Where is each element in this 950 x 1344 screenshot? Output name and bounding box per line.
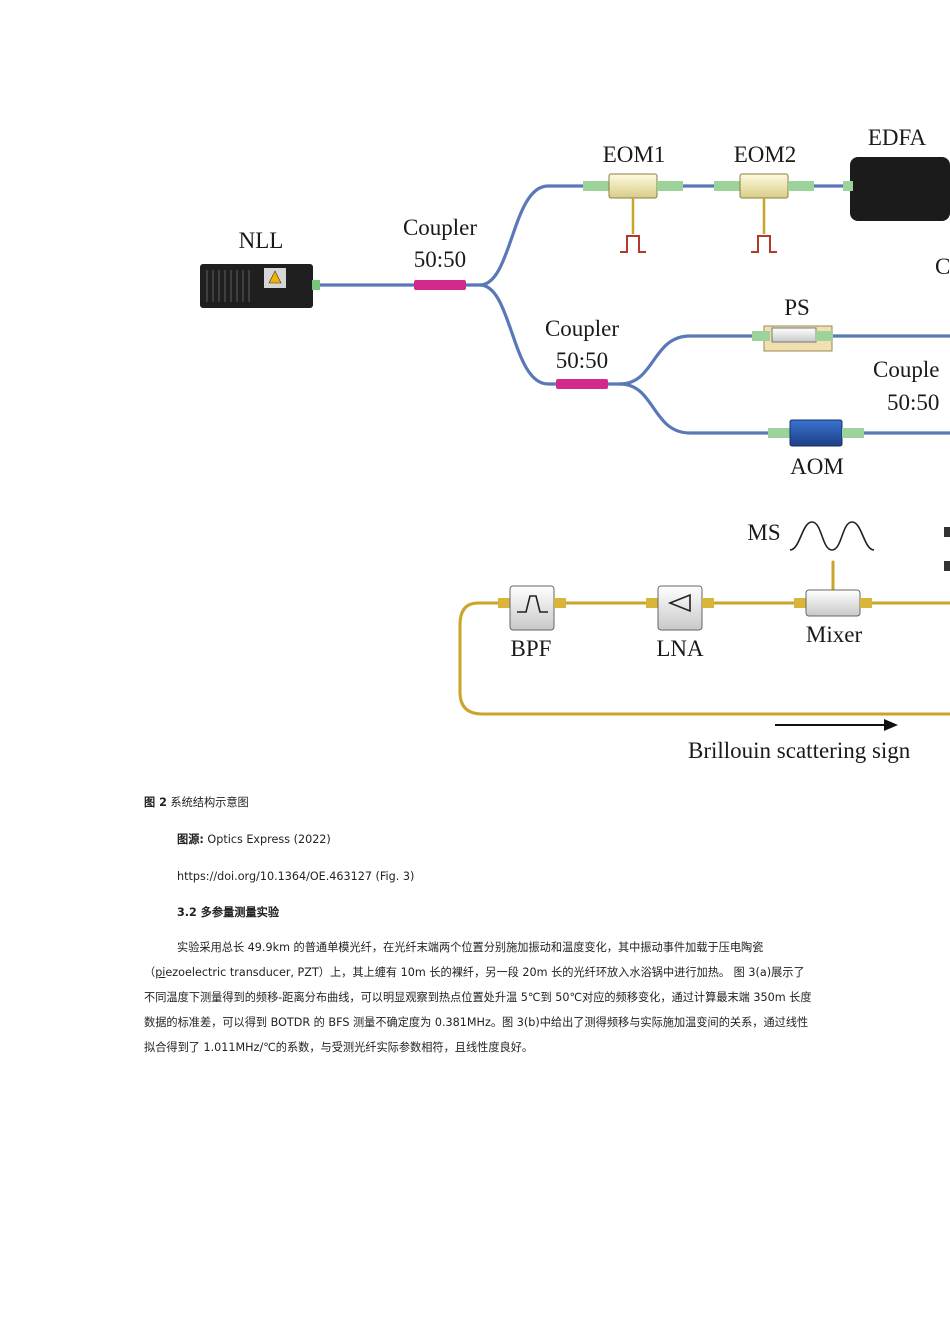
body-paragraph: 实验采用总长 49.9km 的普通单模光纤，在光纤末端两个位置分别施加振动和温度… [144,935,812,1060]
label-bpf: BPF [511,636,552,661]
eom1-modulator [583,173,683,253]
figure-number: 图 2 [144,796,167,809]
label-coupler-2-ratio: 50:50 [556,348,608,373]
coupler-1 [414,280,466,290]
optical-fibers [311,184,950,435]
figure-title: 系统结构示意图 [166,796,249,809]
label-eom2: EOM2 [734,142,797,167]
ps-scrambler [752,325,833,352]
coupler-2 [556,379,608,389]
bpf-filter [498,585,566,631]
label-edfa: EDFA [868,125,927,150]
figure-source: 图源: Optics Express (2022) [177,827,845,852]
system-diagram-figure: NLL Coupler 50:50 Coupler 50:50 Couple 5… [200,125,950,763]
label-eom1: EOM1 [603,142,666,167]
label-c-partial: C [935,254,950,279]
edge-device-1 [944,527,950,537]
source-label: 图源: [177,833,204,846]
edfa-amplifier [843,157,950,221]
ms-sine-wave [789,521,875,551]
nll-laser [200,264,320,308]
label-ms: MS [747,520,780,545]
paragraph-part1: 实验采用总长 49.9km 的普通单模光纤，在光纤末端两个位置分别施加振动和温度… [144,941,764,979]
label-coupler-3: Couple [873,357,939,382]
label-coupler-1: Coupler [403,215,477,240]
label-nll: NLL [239,228,284,253]
mixer [794,589,872,617]
system-diagram: NLL Coupler 50:50 Coupler 50:50 Couple 5… [200,125,950,763]
label-lna: LNA [656,636,704,661]
paragraph-part2: ezoelectric transducer, PZT）上，其上缠有 10m 长… [144,966,812,1054]
aom-modulator [768,419,864,447]
label-brillouin-signal: Brillouin scattering sign [688,738,911,763]
label-ps: PS [784,295,810,320]
label-mixer: Mixer [806,622,863,647]
figure-caption: 图 2 系统结构示意图 [144,790,812,815]
lna-amplifier [646,585,714,631]
signal-direction-arrow [775,719,898,731]
label-aom: AOM [790,454,844,479]
section-heading: 3.2 多参量测量实验 [177,906,280,919]
label-coupler-1-ratio: 50:50 [414,247,466,272]
figure-doi: https://doi.org/10.1364/OE.463127 (Fig. … [177,870,415,883]
eom2-modulator [714,173,814,253]
label-coupler-3-ratio: 50:50 [887,390,939,415]
source-value: Optics Express (2022) [203,833,331,846]
rf-cable [458,560,950,716]
paragraph-underlined: pi [155,966,166,979]
label-coupler-2: Coupler [545,316,619,341]
edge-device-2 [944,561,950,571]
